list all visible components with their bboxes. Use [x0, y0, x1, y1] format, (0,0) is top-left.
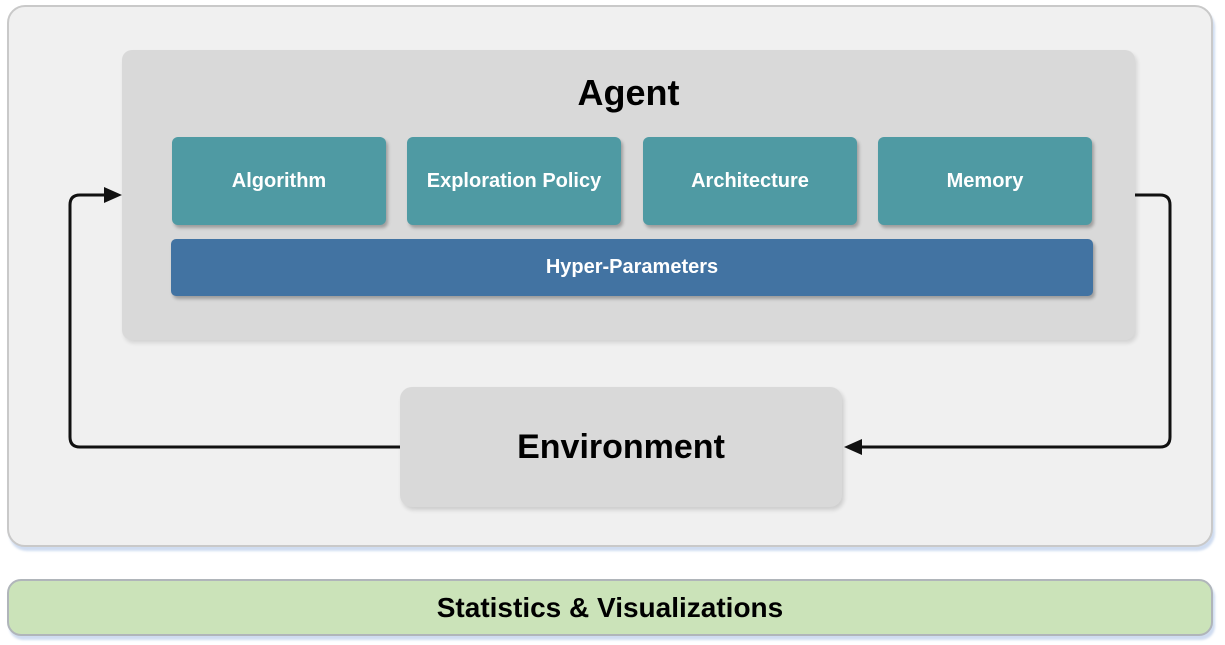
- environment-box: Environment: [400, 387, 842, 507]
- agent-box: Agent Algorithm Exploration Policy Archi…: [122, 50, 1135, 340]
- statistics-visualizations-label: Statistics & Visualizations: [436, 591, 784, 623]
- agent-module-memory: Memory: [878, 137, 1092, 225]
- agent-module-algorithm: Algorithm: [172, 137, 386, 225]
- agent-module-exploration-policy: Exploration Policy: [407, 137, 621, 225]
- agent-title: Agent: [577, 72, 680, 113]
- statistics-visualizations-bar: Statistics & Visualizations: [7, 579, 1213, 636]
- agent-module-architecture: Architecture: [643, 137, 857, 225]
- environment-title: Environment: [517, 427, 725, 466]
- hyper-parameters-bar: Hyper-Parameters: [171, 239, 1093, 296]
